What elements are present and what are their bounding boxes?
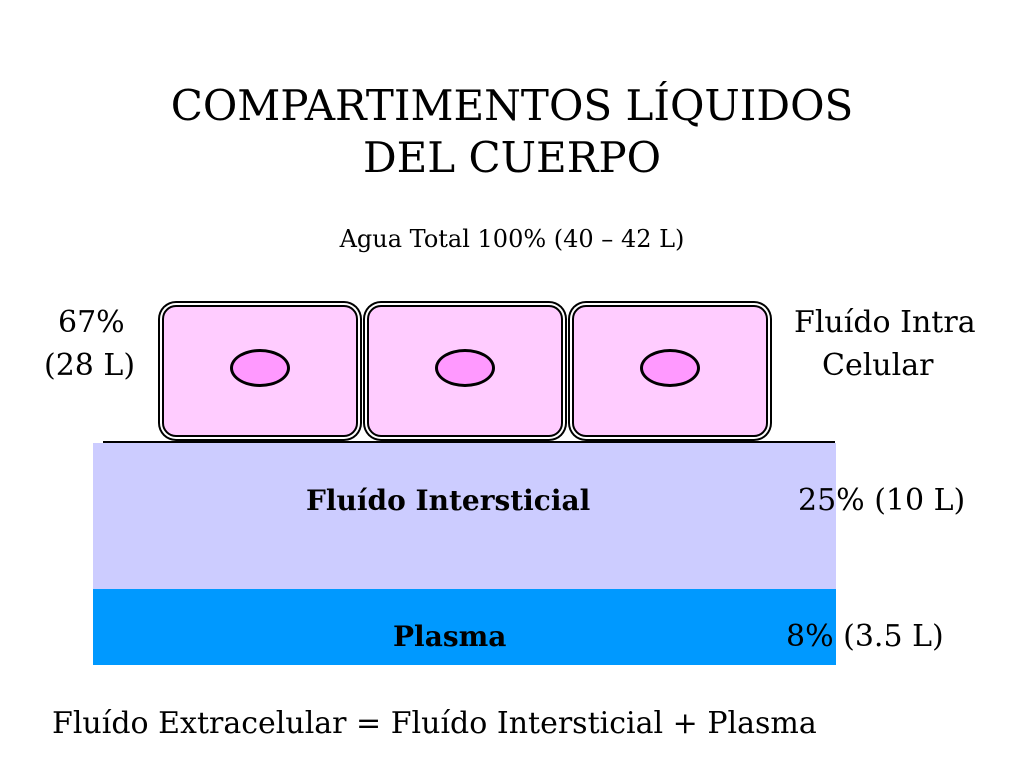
cell-membrane-line	[103, 441, 835, 443]
nucleus-1	[230, 349, 290, 387]
nucleus-2	[435, 349, 495, 387]
cell-1	[162, 305, 358, 437]
intracellular-label-line-2: Celular	[822, 348, 934, 383]
plasma-amount: 8% (3.5 L)	[786, 619, 944, 654]
plasma-block	[93, 589, 836, 665]
intracellular-label-line-1: Fluído Intra	[794, 305, 976, 340]
cell-3	[572, 305, 768, 437]
interstitial-amount: 25% (10 L)	[798, 483, 966, 518]
interstitial-label: Fluído Intersticial	[306, 484, 591, 517]
title-line-2: DEL CUERPO	[362, 133, 662, 182]
plasma-label: Plasma	[393, 620, 507, 653]
page-title: COMPARTIMENTOS LÍQUIDOS DEL CUERPO	[0, 80, 1024, 184]
total-water-label: Agua Total 100% (40 – 42 L)	[339, 225, 685, 253]
intracellular-volume: (28 L)	[44, 348, 136, 383]
nucleus-3	[640, 349, 700, 387]
extracellular-equation: Fluído Extracelular = Fluído Intersticia…	[52, 706, 817, 741]
intracellular-percent: 67%	[58, 305, 125, 340]
interstitial-block	[93, 443, 836, 589]
cell-2	[367, 305, 563, 437]
title-line-1: COMPARTIMENTOS LÍQUIDOS	[170, 81, 854, 130]
